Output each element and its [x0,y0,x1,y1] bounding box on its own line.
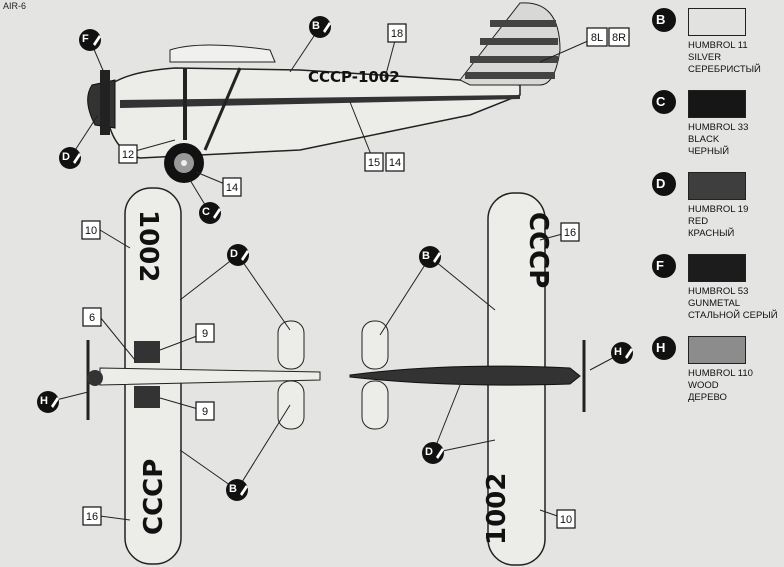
humbrol-code: HUMBROL 53 [688,286,749,297]
color-swatch-silver [688,8,746,36]
humbrol-code: HUMBROL 110 [688,368,753,379]
humbrol-code: HUMBROL 33 [688,122,749,133]
paint-callout-d: D [227,244,249,266]
paint-callout-b: B [309,16,331,38]
color-name-en: BLACK [688,134,720,145]
decal-14: 14 [389,157,401,169]
color-name-en: RED [688,216,709,227]
paint-callout-b: B [419,246,441,268]
paint-callout-f: F [79,29,101,51]
sheet-id: AIR-6 [3,1,27,11]
decal-8l: 8L [591,32,603,44]
decal-6: 6 [89,312,95,324]
svg-text:D: D [230,248,238,260]
svg-text:D: D [425,446,433,458]
svg-text:B: B [229,483,237,495]
paint-callout-h: H [37,391,59,413]
decal-9: 9 [202,328,208,340]
paint-badge-c: C [652,90,676,114]
paint-callout-c: C [199,202,221,224]
color-swatch-wood [688,336,746,364]
humbrol-code: HUMBROL 11 [688,40,748,51]
color-swatch-gunmetal [688,254,746,282]
svg-text:B: B [422,250,430,262]
side-view: CCCP-1002 [87,2,561,183]
decal-18: 18 [391,28,403,40]
decal-10: 10 [85,225,97,237]
svg-text:D: D [62,151,70,163]
paint-callout-d: D [59,147,81,169]
humbrol-code: HUMBROL 19 [688,204,749,215]
decal-8r: 8R [612,32,626,44]
decal-12: 12 [122,149,134,161]
color-name-ru: КРАСНЫЙ [688,228,735,239]
decal-9: 9 [202,406,208,418]
color-swatch-black [688,90,746,118]
paint-callout-d: D [422,442,444,464]
color-swatch-red [688,172,746,200]
decal-10: 10 [560,514,572,526]
decal-16: 16 [564,227,576,239]
top-wing-number: 1002 [133,210,163,282]
color-name-en: SILVER [688,52,722,63]
paint-badge-f: F [652,254,676,278]
svg-text:H: H [40,395,48,407]
top-view: 1002 CCCP [86,187,321,565]
decal-16: 16 [86,511,98,523]
color-name-en: WOOD [688,380,719,391]
decal-15: 15 [368,157,380,169]
color-name-en: GUNMETAL [688,298,741,309]
bottom-wing-number: 1002 [482,473,512,545]
paint-badge-d: D [652,172,676,196]
decal-14: 14 [226,182,238,194]
svg-text:H: H [614,346,622,358]
color-name-ru: ЧЕРНЫЙ [688,146,730,157]
bottom-view: CCCP 1002 [349,192,586,566]
paint-callout-h: H [611,342,633,364]
color-name-ru: СТАЛЬНОЙ СЕРЫЙ [688,310,778,321]
svg-text:F: F [82,33,89,45]
paint-badge-h: H [652,336,676,360]
paint-badge-b: B [652,8,676,32]
color-name-ru: ДЕРЕВО [688,392,727,403]
paint-callout-b: B [226,479,248,501]
side-registration: CCCP-1002 [308,68,400,86]
svg-text:C: C [202,206,210,218]
color-name-ru: СЕРЕБРИСТЫЙ [688,64,761,75]
top-wing-cccp: CCCP [139,459,169,535]
svg-text:B: B [312,20,320,32]
bottom-wing-cccp: CCCP [523,212,553,288]
